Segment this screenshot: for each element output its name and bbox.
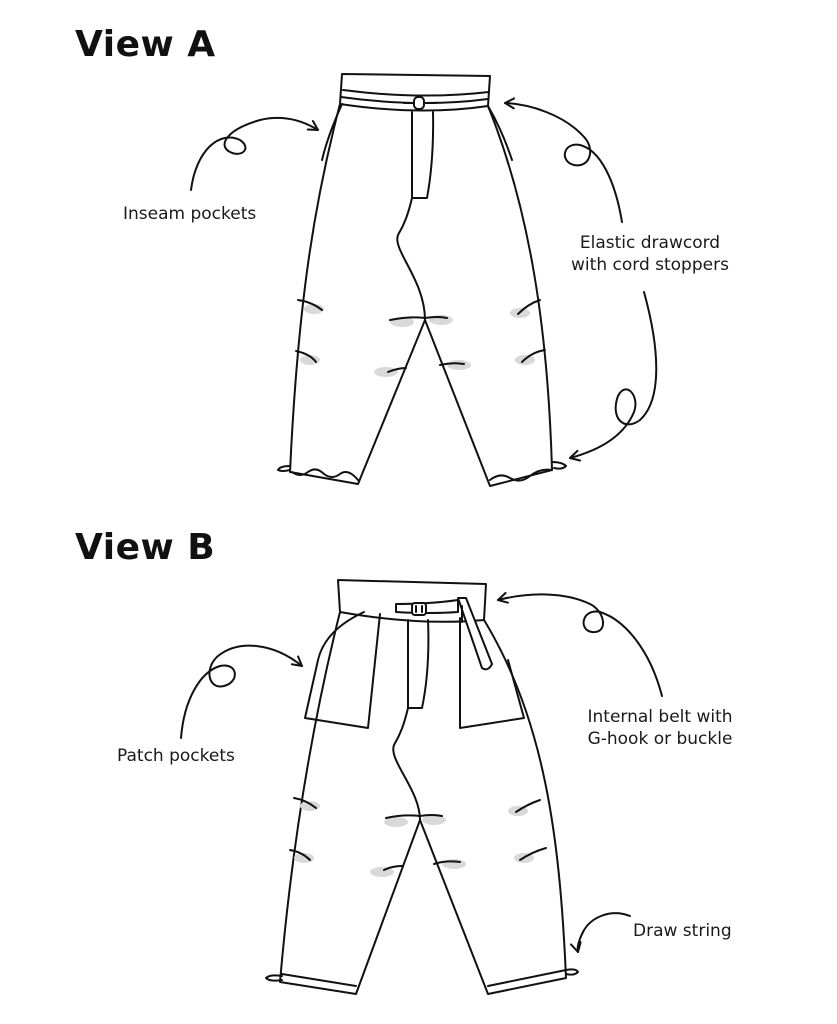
view-a-trousers (277, 73, 567, 487)
view-a-inseam-pocket-left (321, 103, 343, 161)
view-a-inseam-pocket-right (487, 105, 513, 161)
view-a-elastic-drawcord-label: Elastic drawcord with cord stoppers (571, 233, 729, 275)
view-b-title: View B (75, 527, 216, 568)
view-a-left-hem-elastic (291, 468, 359, 481)
view-a-right-hem-elastic (489, 468, 553, 482)
view-a-crotch-seam (396, 197, 426, 321)
view-a-title: View A (75, 24, 216, 65)
view-b-crotch-seam (392, 707, 421, 821)
view-b-draw-string-arrow (569, 912, 631, 953)
view-a-fly (411, 111, 435, 199)
view-b-internal-belt-label: Internal belt with G-hook or buckle (587, 707, 733, 749)
view-b-patch-pockets-arrow (180, 644, 303, 739)
view-b-draw-string-left-icon (265, 974, 283, 982)
view-b-trousers (265, 579, 579, 995)
view-b-internal-belt-arrow (497, 591, 663, 697)
view-b-patch-pocket-right (459, 617, 525, 729)
view-b-g-hook-icon (411, 602, 427, 616)
view-b-draw-string-label: Draw string (633, 921, 732, 941)
view-b-patch-pockets-label: Patch pockets (117, 746, 235, 766)
view-a-waist-drawcord-arrow (504, 97, 623, 223)
view-a-inseam-pockets-label: Inseam pockets (123, 204, 257, 224)
view-b-belt-tail (457, 597, 493, 671)
view-b-fly (407, 619, 430, 709)
view-a-inseam-pockets-arrow (190, 116, 319, 191)
view-a-hem-drawcord-arrow (569, 291, 658, 462)
view-b-patch-pocket-left (304, 611, 381, 729)
view-b-draw-string-right-icon (565, 968, 579, 976)
view-b-leg-outline (279, 611, 567, 995)
